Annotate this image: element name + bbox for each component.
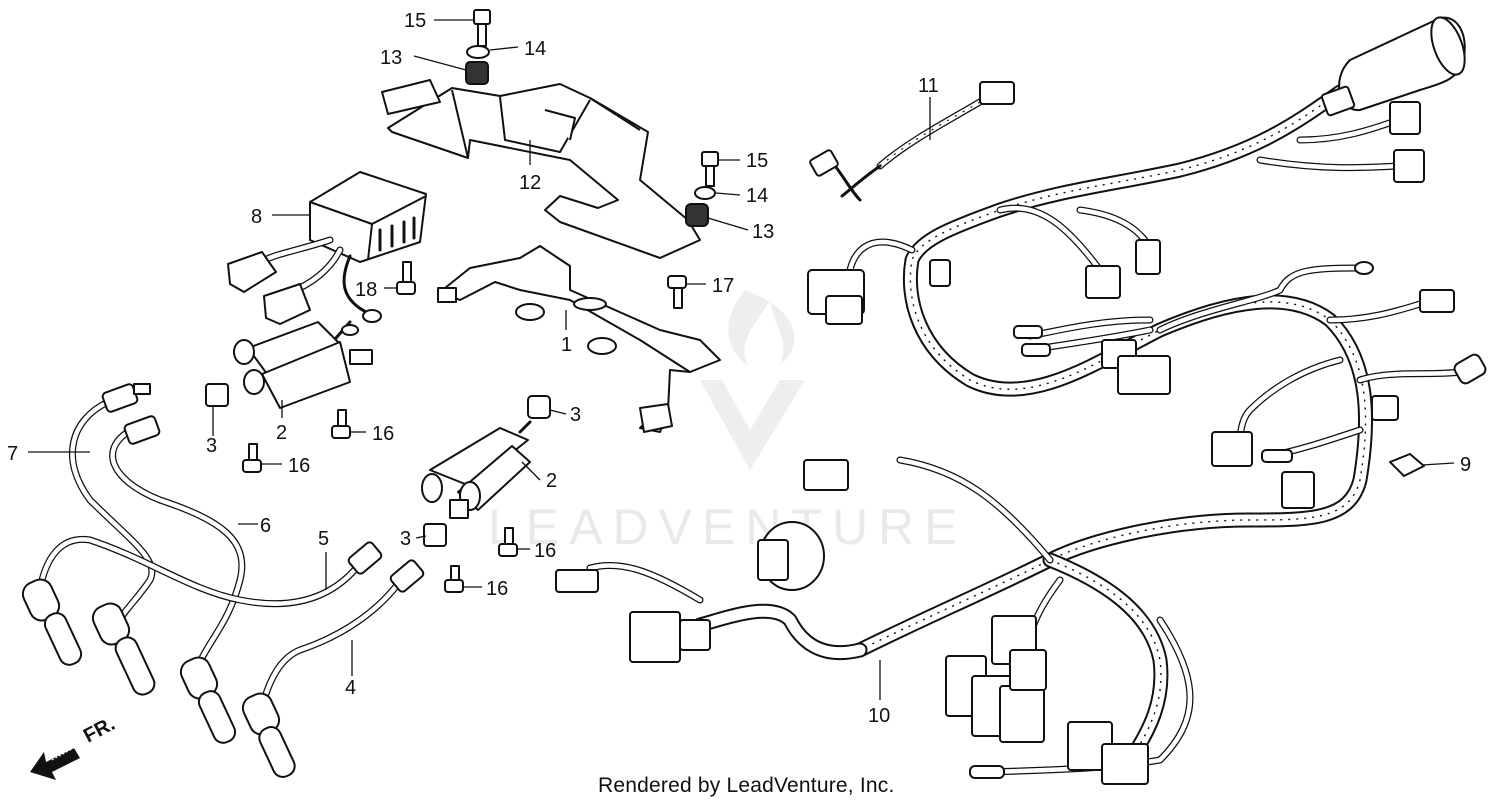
nut-3-lower[interactable] xyxy=(423,523,447,547)
washer-14-right[interactable] xyxy=(694,186,716,200)
callout-12: 12 xyxy=(519,172,541,194)
callout-16-c: 16 xyxy=(534,540,556,562)
plug-cap-4[interactable] xyxy=(239,690,298,781)
callout-15-top: 15 xyxy=(404,10,426,32)
callout-14-top: 14 xyxy=(524,38,546,60)
part-5-plug-lead[interactable] xyxy=(36,535,383,608)
leader-lines xyxy=(28,19,1455,700)
callout-4: 4 xyxy=(345,677,356,699)
callout-18: 18 xyxy=(355,279,377,301)
front-direction-arrow-icon xyxy=(30,747,80,780)
washer-14-top[interactable] xyxy=(466,45,490,59)
bolt-15-right[interactable] xyxy=(701,151,719,187)
plug-cap-5[interactable] xyxy=(177,654,238,747)
bolt-16-a[interactable] xyxy=(331,409,351,439)
callout-5: 5 xyxy=(318,528,329,550)
part-10-main-harness[interactable] xyxy=(555,13,1488,785)
callout-3-left: 3 xyxy=(206,435,217,457)
callout-13-right: 13 xyxy=(752,221,774,243)
callout-16-a: 16 xyxy=(372,423,394,445)
plug-cap-7[interactable] xyxy=(19,576,84,669)
bolt-16-b[interactable] xyxy=(242,443,262,473)
part-7-plug-lead[interactable] xyxy=(68,383,156,644)
callout-16-d: 16 xyxy=(486,578,508,600)
callout-2-upper: 2 xyxy=(276,422,287,444)
callout-16-b: 16 xyxy=(288,455,310,477)
callout-6: 6 xyxy=(260,515,271,537)
callout-2-lower: 2 xyxy=(546,470,557,492)
part-2-ignition-coil-lower[interactable] xyxy=(421,420,532,519)
callout-3-upper-right: 3 xyxy=(570,404,581,426)
callout-10: 10 xyxy=(868,705,890,727)
callout-11: 11 xyxy=(918,75,939,97)
watermark-logo xyxy=(700,290,805,470)
bolt-17[interactable] xyxy=(667,275,687,309)
callout-15-right: 15 xyxy=(746,150,768,172)
part-4-plug-lead[interactable] xyxy=(260,559,425,704)
leadventure-watermark: LEADVENTURE xyxy=(488,499,968,555)
callout-7: 7 xyxy=(7,443,18,465)
collar-13-right[interactable] xyxy=(685,203,709,227)
callout-3-lower: 3 xyxy=(400,528,411,550)
collar-13-top[interactable] xyxy=(465,61,489,85)
part-1-bracket[interactable] xyxy=(437,245,721,433)
callout-1: 1 xyxy=(561,334,572,356)
footer-credit: Rendered by LeadVenture, Inc. xyxy=(598,774,895,797)
callout-numbers: 15 13 14 12 8 15 14 13 11 18 17 1 7 3 2 … xyxy=(7,10,1471,727)
callout-8: 8 xyxy=(251,206,262,228)
nut-3-upper-right[interactable] xyxy=(527,395,551,419)
bolt-16-c[interactable] xyxy=(498,527,518,557)
callout-9: 9 xyxy=(1460,454,1471,476)
part-8-regulator[interactable] xyxy=(227,171,427,325)
callout-14-right: 14 xyxy=(746,185,768,207)
part-11-sub-harness[interactable] xyxy=(809,81,1015,202)
part-9-grommet[interactable] xyxy=(1389,453,1425,477)
nut-3-left[interactable] xyxy=(205,383,229,407)
part-6-plug-lead[interactable] xyxy=(109,415,246,666)
callout-17: 17 xyxy=(712,275,734,297)
callout-13-top: 13 xyxy=(380,47,402,69)
part-12-bracket[interactable] xyxy=(381,79,701,259)
bolt-15-top[interactable] xyxy=(473,9,491,47)
part-2-ignition-coil-upper[interactable] xyxy=(233,320,373,409)
plug-cap-6[interactable] xyxy=(89,600,158,698)
bolt-16-d[interactable] xyxy=(444,565,464,593)
bolt-18[interactable] xyxy=(396,261,416,295)
